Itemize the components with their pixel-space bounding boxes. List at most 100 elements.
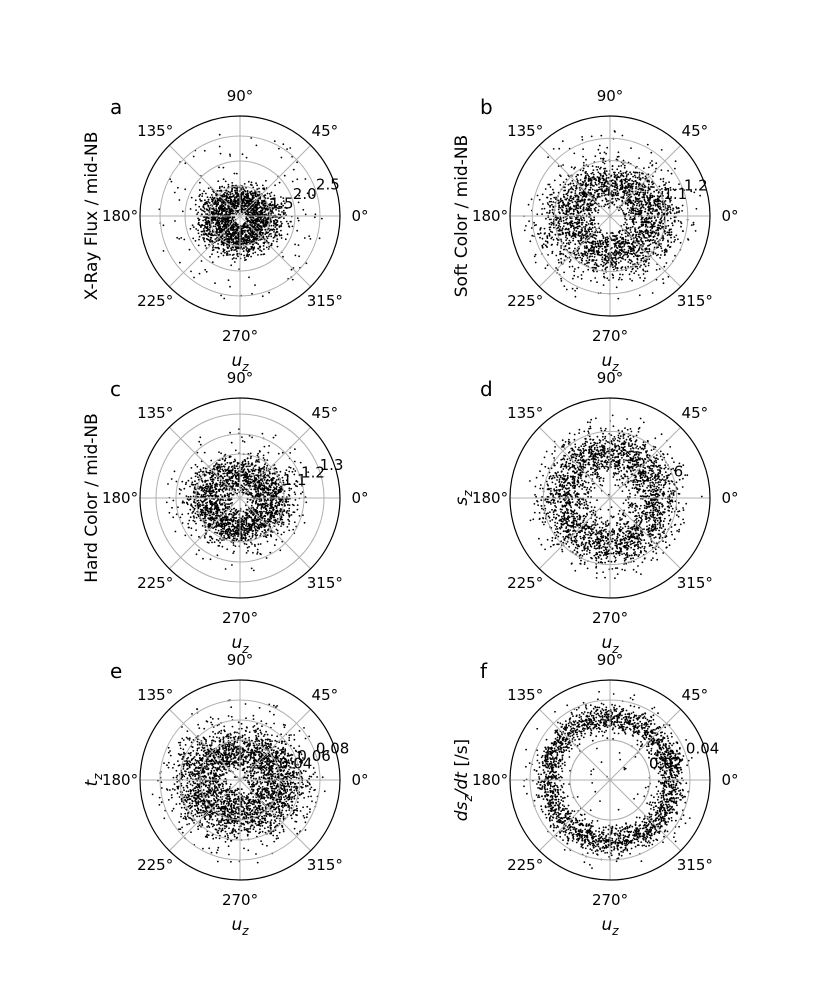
panel-a-point-2036 <box>236 252 239 255</box>
panel-a-point-1394 <box>202 238 205 241</box>
panel-b-point-2301 <box>626 223 628 226</box>
panel-a-point-1734 <box>229 191 231 194</box>
panel-b-point-878 <box>592 173 595 176</box>
panel-b-point-1204 <box>587 268 590 271</box>
panel-a-point-1793 <box>264 207 267 210</box>
panel-a-point-340 <box>222 244 225 247</box>
panel-b-point-1979 <box>572 239 574 242</box>
panel-b-point-1223 <box>634 196 637 199</box>
panel-b-point-549 <box>542 243 545 246</box>
panel-b-point-1252 <box>643 263 646 266</box>
panel-a-point-2100 <box>298 255 300 258</box>
panel-b-point-1903 <box>575 253 578 256</box>
panel-a-point-1296 <box>237 231 239 234</box>
panel-b-ylabel: Soft Color / mid-NB <box>452 135 472 297</box>
panel-a-point-1154 <box>235 257 237 260</box>
panel-b-point-744 <box>646 202 649 204</box>
panel-b-point-1765 <box>603 183 605 186</box>
panel-a-point-1950 <box>226 218 228 221</box>
panel-b-point-2244 <box>601 175 604 178</box>
panel-a-point-1909 <box>201 195 204 197</box>
panel-b-point-449 <box>579 207 582 210</box>
panel-b-point-2221 <box>591 203 593 206</box>
panel-b-point-2456 <box>574 295 577 298</box>
panel-a-point-1240 <box>280 220 282 223</box>
panel-a-point-1971 <box>237 203 240 205</box>
panel-a-point-2174 <box>178 199 181 201</box>
panel-b-point-2595 <box>577 174 579 176</box>
panel-b-point-2548 <box>544 244 547 247</box>
panel-b-point-2109 <box>646 231 649 234</box>
panel-a-point-2188 <box>222 166 225 169</box>
panel-b-point-445 <box>666 234 669 236</box>
panel-b-point-954 <box>584 198 586 201</box>
panel-b-point-2055 <box>582 181 585 184</box>
panel-b-point-1095 <box>669 245 672 248</box>
panel-b-point-2023 <box>572 213 575 215</box>
panel-b-point-2355 <box>585 223 587 226</box>
panel-b-point-2494 <box>681 230 684 232</box>
panel-b-point-1465 <box>673 212 676 215</box>
panel-b-point-2430 <box>598 251 601 254</box>
panel-a-point-1478 <box>220 252 223 255</box>
panel-b-point-1705 <box>593 178 595 181</box>
panel-b-point-1139 <box>604 254 607 256</box>
panel-b-point-1358 <box>657 229 659 232</box>
panel-b-point-1879 <box>601 190 604 193</box>
panel-b-point-1967 <box>605 248 608 251</box>
panel-a-point-1496 <box>212 212 215 215</box>
panel-a-point-634 <box>197 244 200 247</box>
panel-b-point-2130 <box>659 208 662 210</box>
panel-b-point-1880 <box>560 245 562 247</box>
panel-b-point-1083 <box>596 168 599 171</box>
panel-b-point-1842 <box>602 243 605 246</box>
panel-b-point-739 <box>637 274 640 276</box>
panel-b-point-1493 <box>636 231 639 233</box>
panel-a-point-1695 <box>214 246 217 249</box>
panel-b-point-436 <box>647 186 650 189</box>
panel-b-point-2308 <box>649 238 652 241</box>
panel-b-point-2140 <box>644 192 646 195</box>
panel-a-point-1787 <box>253 211 256 214</box>
panel-b-point-1756 <box>647 245 649 247</box>
panel-b-point-932 <box>559 216 562 219</box>
panel-b-point-760 <box>599 231 602 233</box>
panel-b-point-1173 <box>653 221 655 224</box>
panel-b-point-1368 <box>614 250 616 253</box>
panel-a-point-529 <box>248 253 251 256</box>
panel-b-point-1197 <box>578 242 581 245</box>
panel-a-point-1941 <box>229 213 231 216</box>
panel-b-point-1883 <box>631 179 633 182</box>
panel-b-point-2258 <box>582 206 585 209</box>
panel-b-point-2514 <box>594 155 597 158</box>
panel-a-point-1536 <box>217 201 220 204</box>
panel-a-point-2175 <box>296 229 299 232</box>
panel-b-point-2506 <box>630 147 632 149</box>
panel-b-point-2478 <box>600 134 603 137</box>
panel-b-point-1494 <box>666 213 668 216</box>
panel-a-point-1553 <box>251 192 254 194</box>
panel-b-point-1716 <box>569 188 572 190</box>
panel-a-point-1326 <box>235 240 238 243</box>
panel-b-point-1558 <box>565 218 567 221</box>
panel-b-point-1641 <box>576 198 579 201</box>
panel-b-point-1411 <box>593 208 596 210</box>
panel-b-point-1535 <box>619 230 621 232</box>
panel-b-point-510 <box>603 151 606 154</box>
panel-a-point-324 <box>259 249 261 252</box>
panel-a-point-732 <box>245 255 248 257</box>
panel-b-point-1832 <box>636 238 638 240</box>
panel-a-point-1721 <box>233 242 236 245</box>
panel-b-point-1116 <box>637 233 640 236</box>
panel-b-point-1599 <box>548 228 551 231</box>
panel-a-point-1733 <box>287 225 290 227</box>
panel-b-point-2020 <box>616 247 619 249</box>
panel-b-point-2183 <box>636 171 639 174</box>
panel-b-point-1665 <box>614 181 617 184</box>
panel-a-point-2073 <box>283 174 286 177</box>
panel-b-point-1476 <box>656 254 658 257</box>
panel-b-point-55 <box>583 212 586 215</box>
panel-b-point-868 <box>604 246 606 249</box>
panel-a-point-1936 <box>223 209 226 212</box>
panel-b-point-181 <box>603 276 606 279</box>
